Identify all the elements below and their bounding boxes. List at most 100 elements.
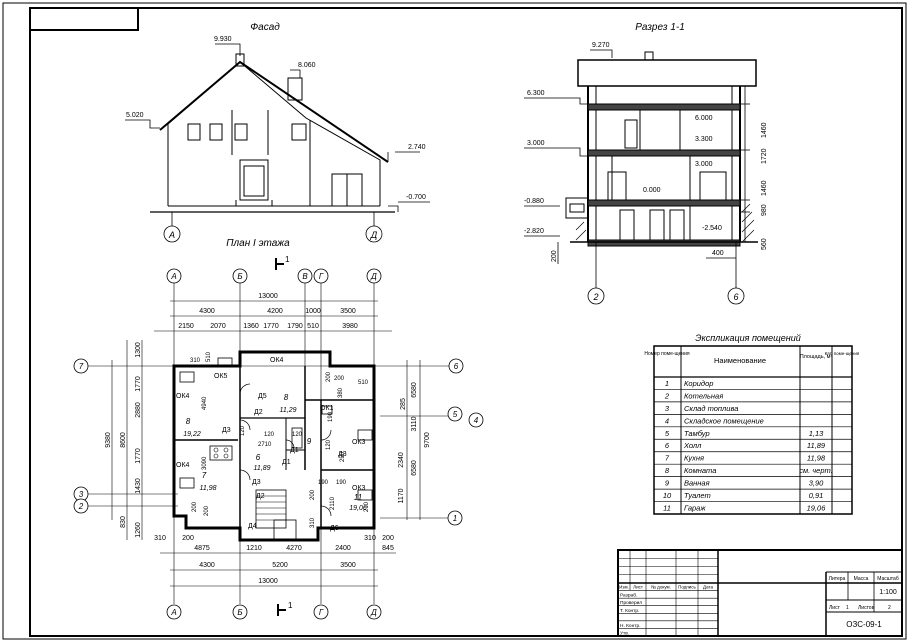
- explication-col-name: Наименование: [714, 356, 766, 365]
- explication-title: Экспликация помещений: [695, 333, 800, 343]
- explication-row-name: Тамбур: [684, 429, 710, 438]
- plan-inner-dim-3: 2710: [258, 442, 272, 448]
- plan-dim-bot-in-3: 4875: [194, 545, 210, 552]
- title-block-mass-label: Масса: [854, 576, 869, 582]
- plan-inner-dim-1: 4940: [202, 396, 208, 410]
- room-8-left-num: 8: [186, 417, 191, 426]
- title-block-code: ОЗС-09-1: [846, 620, 882, 629]
- plan-inner-dim-11: 510: [206, 351, 212, 362]
- section-dim-1: 1460: [761, 122, 768, 138]
- plan-inner-dim-17: 200: [310, 489, 316, 500]
- explication-row-num: 3: [665, 404, 670, 413]
- plan-axis-top-a: А: [170, 272, 176, 281]
- section-level-4: -0.880: [524, 198, 544, 205]
- plan-label-d3-right: Д3: [338, 451, 347, 458]
- section-level-2: 6.300: [527, 90, 545, 97]
- plan-dim-bot-in-7: 845: [382, 545, 394, 552]
- plan-dim-left-7: 830: [120, 516, 127, 528]
- explication-col-cat: Кат. поме-щения: [825, 351, 860, 356]
- section-level-3: 3.000: [527, 140, 545, 147]
- plan-dim-left-5: 1430: [135, 478, 142, 494]
- title-block-role: Проверил: [620, 600, 642, 606]
- plan-inner-dim-9: 510: [358, 380, 369, 386]
- plan-dim-bot-mid-3: 3500: [340, 562, 356, 569]
- inner-frame: [29, 7, 903, 637]
- section-level-1: 9.270: [592, 42, 610, 49]
- plan-inner-dim-6: 190: [318, 480, 329, 486]
- plan-axis-top-d: Д: [370, 272, 377, 281]
- plan-axis-top-b: Б: [237, 272, 242, 281]
- facade-level-3: 5.020: [126, 112, 144, 119]
- plan-inner-dim-2: 3090: [202, 456, 208, 470]
- room-11-num: 11: [354, 493, 362, 502]
- plan-cut-mark-bottom: [277, 604, 286, 616]
- explication-row-num: 11: [663, 504, 671, 513]
- section-inner-level-4: 0.000: [643, 187, 661, 194]
- facade-drawing: [150, 53, 395, 213]
- plan-dim-bot-total: 13000: [258, 578, 278, 585]
- plan-inner-dim-16: 310: [310, 517, 316, 528]
- title-block-sheets-label: Листов: [858, 605, 875, 611]
- plan-inner-dim-7: 190: [336, 480, 347, 486]
- explication-row-name: Ванная: [684, 479, 710, 488]
- plan-axis-bottom-g: Г: [319, 608, 324, 617]
- plan-label-d2-bottom: Д2: [256, 493, 265, 500]
- plan-label-d3-mid: Д3: [252, 479, 261, 486]
- room-6-num: 6: [256, 453, 261, 462]
- facade-axis-bubbles: [163, 212, 383, 243]
- plan-axis-left-7: 7: [79, 362, 84, 371]
- section-title: Разрез 1-1: [635, 22, 685, 33]
- facade-axis-d: Д: [370, 230, 378, 240]
- plan-label-ok5: ОК5: [214, 373, 228, 380]
- explication-row-area: 0,91: [809, 491, 824, 500]
- plan-dim-bot-in-9: 200: [382, 535, 394, 542]
- title-block-sheets-num: 2: [888, 605, 891, 611]
- plan-dim-bot-mid-2: 5200: [272, 562, 288, 569]
- plan-label-ok3-top: ОК3: [352, 439, 366, 446]
- plan-inner-dim-22: 120: [240, 425, 246, 436]
- section-dim-3: 1460: [761, 180, 768, 196]
- explication-row-area: 11,98: [807, 454, 826, 463]
- title-block-column-label: № докум.: [651, 585, 671, 590]
- plan-dim-left-8: 1260: [135, 522, 142, 538]
- title-block-role: Т. Контр.: [620, 608, 639, 614]
- room-8-top-area: 11,29: [280, 407, 297, 414]
- section-level-marks: [524, 49, 750, 290]
- title-block-column-label: Дата: [703, 585, 713, 590]
- plan-dim-right-6: 1170: [398, 488, 405, 503]
- section-inner-level-1: 6.000: [695, 115, 713, 122]
- plan-label-d4: Д4: [248, 523, 257, 530]
- explication-row-num: 9: [665, 479, 670, 488]
- room-8-left-area: 19,22: [183, 431, 201, 438]
- plan-label-d3-left: Д3: [222, 427, 231, 434]
- plan-dim-top-in-7: 3980: [342, 323, 358, 330]
- plan-cut-label-top: 1: [285, 255, 290, 264]
- explication-row-num: 10: [663, 491, 672, 500]
- plan-label-ok4-top: ОК4: [270, 357, 284, 364]
- section-axis-6: 6: [733, 292, 738, 302]
- facade-level-marks: [125, 43, 430, 212]
- room-8-top-num: 8: [284, 393, 289, 402]
- plan-label-d1-b: Д1: [282, 459, 291, 466]
- title-block-role: Утв.: [620, 630, 629, 636]
- explication-col-num: Номер поме-щения: [644, 351, 690, 357]
- title-block-role: Н. Контр.: [620, 623, 640, 629]
- explication-row-name: Котельная: [684, 391, 723, 400]
- title-block-scale: 1:100: [879, 589, 897, 596]
- explication-row-name: Гараж: [684, 504, 706, 513]
- plan-dim-bot-in-5: 4270: [286, 545, 302, 552]
- explication-row-num: 2: [664, 391, 670, 400]
- explication-table: [653, 345, 853, 515]
- plan-dim-top-in-5: 1790: [287, 323, 303, 330]
- explication-row-num: 6: [665, 441, 670, 450]
- explication-row-name: Комната: [684, 466, 716, 475]
- plan-axis-right-6: 6: [454, 362, 459, 371]
- plan-axis-right-5: 5: [453, 410, 458, 419]
- plan-axis-top-g: Г: [319, 272, 324, 281]
- title-block-scale-label: Масштаб: [877, 576, 899, 582]
- plan-axis-bottom-d: Д: [370, 608, 377, 617]
- plan-dim-top-in-3: 1360: [243, 323, 259, 330]
- plan-dim-left-4: 1770: [135, 376, 142, 392]
